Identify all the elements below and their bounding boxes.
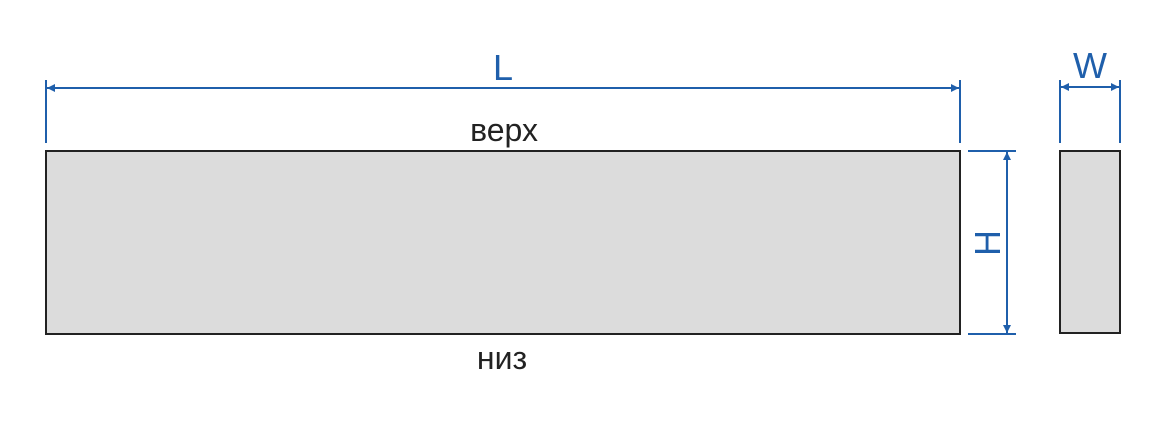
front-view-rect bbox=[45, 150, 961, 335]
width-label: W bbox=[1073, 45, 1107, 86]
top-label: верх bbox=[470, 112, 538, 148]
side-view-rect bbox=[1059, 150, 1121, 334]
length-label: L bbox=[493, 47, 513, 88]
bottom-label: низ bbox=[477, 340, 527, 376]
height-label: H bbox=[967, 230, 1008, 256]
